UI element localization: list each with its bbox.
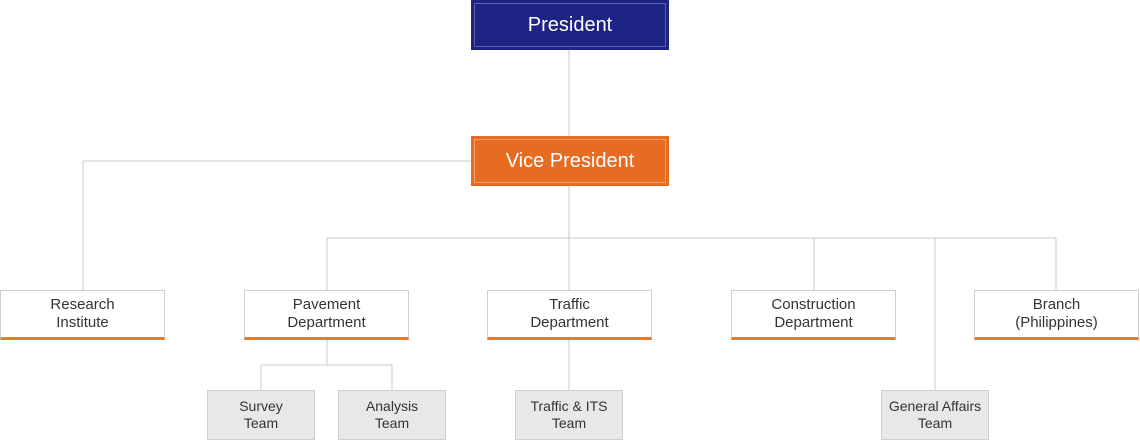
president-box: President — [471, 0, 669, 50]
research-institute-box: Research Institute — [0, 290, 165, 340]
survey-team-label: Survey Team — [239, 398, 283, 431]
branch-philippines-label: Branch (Philippines) — [1015, 296, 1098, 331]
traffic-its-team-label: Traffic & ITS Team — [530, 398, 608, 431]
pavement-department-box: Pavement Department — [244, 290, 409, 340]
analysis-team-box: Analysis Team — [338, 390, 446, 440]
traffic-department-label: Traffic Department — [530, 296, 609, 331]
construction-department-label: Construction Department — [771, 296, 856, 331]
construction-department-box: Construction Department — [731, 290, 896, 340]
vice-president-box: Vice President — [471, 136, 669, 186]
survey-team-box: Survey Team — [207, 390, 315, 440]
pavement-department-label: Pavement Department — [287, 296, 366, 331]
branch-philippines-box: Branch (Philippines) — [974, 290, 1139, 340]
general-affairs-team-label: General Affairs Team — [888, 398, 982, 431]
president-label: President — [527, 13, 613, 36]
vice-president-label: Vice President — [505, 149, 635, 172]
analysis-team-label: Analysis Team — [365, 398, 419, 431]
general-affairs-team-box: General Affairs Team — [881, 390, 989, 440]
research-institute-label: Research Institute — [50, 296, 115, 331]
traffic-department-box: Traffic Department — [487, 290, 652, 340]
traffic-its-team-box: Traffic & ITS Team — [515, 390, 623, 440]
